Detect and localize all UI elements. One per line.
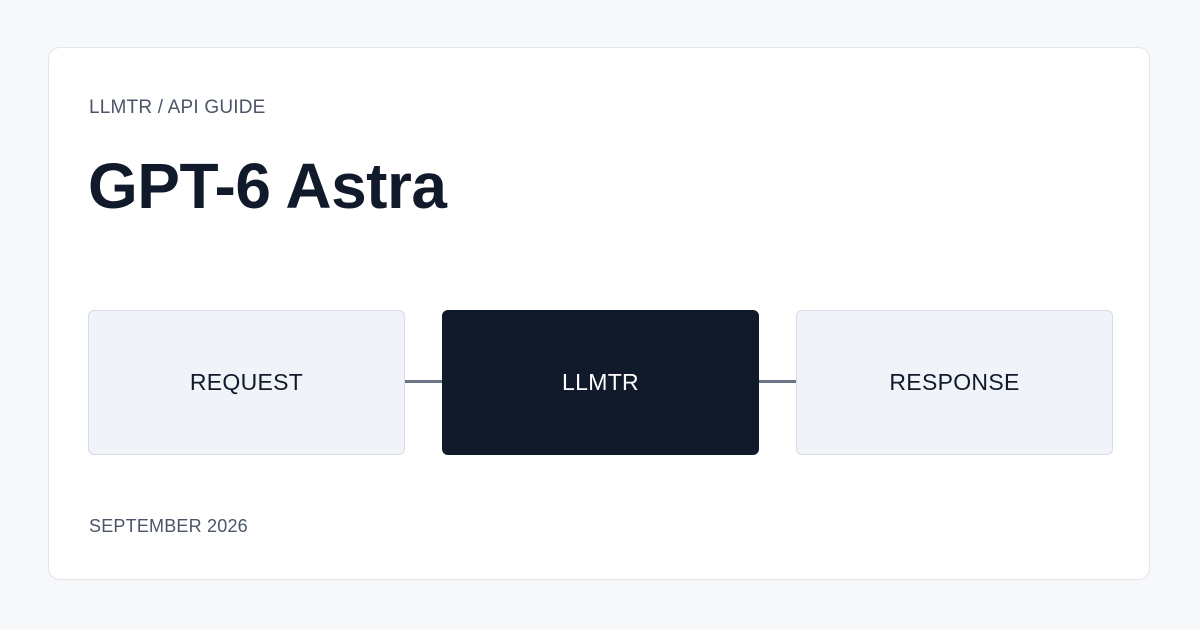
- guide-card: LLMTR / API GUIDE GPT-6 Astra REQUEST LL…: [48, 47, 1150, 580]
- llmtr-to-response-connector: [759, 380, 796, 383]
- breadcrumb: LLMTR / API GUIDE: [89, 97, 266, 118]
- request-node-label: REQUEST: [189, 369, 304, 395]
- response-node: RESPONSE: [796, 310, 1113, 455]
- flow-diagram: REQUEST LLMTR RESPONSE: [88, 310, 1113, 455]
- page-title: GPT-6 Astra: [88, 150, 447, 222]
- request-node: REQUEST: [88, 310, 405, 455]
- llmtr-node-label: LLMTR: [562, 369, 639, 395]
- response-node-label: RESPONSE: [889, 369, 1020, 395]
- publish-date: SEPTEMBER 2026: [89, 516, 248, 536]
- request-to-llmtr-connector: [405, 380, 442, 383]
- llmtr-node: LLMTR: [442, 310, 759, 455]
